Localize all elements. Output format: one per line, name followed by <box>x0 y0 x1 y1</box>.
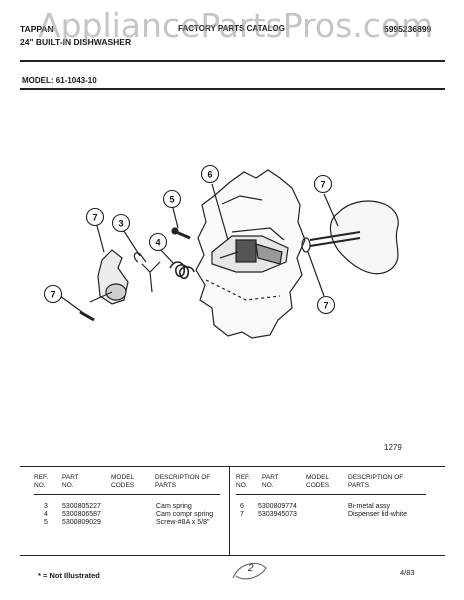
cell-ref: 6 <box>240 503 244 510</box>
callout-circle <box>316 295 336 315</box>
callout-circle <box>162 189 182 209</box>
callout-label: 6 <box>207 170 212 180</box>
callout-label: 4 <box>155 238 160 248</box>
door-panel-fold <box>205 279 281 301</box>
cell-ref: 3 <box>44 503 48 510</box>
leader-line <box>172 207 179 229</box>
door-panel-edge <box>221 195 263 205</box>
screw-head <box>171 227 179 235</box>
cell-part: 5300809774 <box>258 503 297 510</box>
lid-shaft <box>309 231 361 241</box>
cell-ref: 7 <box>240 511 244 518</box>
lid-shaft-edge <box>309 237 361 247</box>
catalog-section-title: FACTORY PARTS CATALOG <box>178 24 285 33</box>
brand-title: TAPPAN <box>20 24 54 34</box>
small-pin <box>79 310 95 322</box>
door-panel-recess <box>231 227 285 241</box>
cell-desc: Cam spring <box>156 503 192 510</box>
compression-spring <box>169 261 195 280</box>
col-header-description: DESCRIPTION OF PARTS <box>348 474 404 489</box>
cam-spring-leg <box>141 261 161 293</box>
leader-line <box>95 221 105 253</box>
callout-label: 7 <box>92 213 97 223</box>
cell-part: 5303945073 <box>258 511 297 518</box>
page-mark-scribble <box>232 562 267 580</box>
col-header-part: PART NO. <box>262 474 279 489</box>
callout-label: 7 <box>320 180 325 190</box>
leader-line <box>211 183 229 241</box>
callout-circle <box>200 164 220 184</box>
catalog-number: 5995236899 <box>384 24 432 34</box>
cell-part: 5300809029 <box>62 519 101 526</box>
leader-line <box>159 248 175 265</box>
cell-part: 5300805227 <box>62 503 101 510</box>
table-bottom-rule <box>20 555 445 557</box>
dispenser-lid <box>329 200 399 275</box>
callout-label: 7 <box>50 290 55 300</box>
page-mark: 2 <box>248 563 254 574</box>
cell-desc: Screw-#8A x 5/8" <box>156 519 210 526</box>
leader-line <box>121 227 141 257</box>
callout-circle <box>148 232 168 252</box>
cam-pin-link <box>89 291 113 303</box>
model-rule <box>20 88 445 90</box>
col-header-model-codes: MODEL CODES <box>111 474 135 489</box>
bimetal-body <box>235 239 257 263</box>
table-top-rule <box>20 466 445 468</box>
leader-line <box>59 295 83 313</box>
screw <box>175 230 191 240</box>
table-divider <box>229 467 230 555</box>
right-header-rule <box>236 494 426 495</box>
shaft-washer <box>301 237 311 253</box>
leader-line <box>307 251 325 297</box>
callout-circle <box>111 213 131 233</box>
callout-label: 7 <box>323 301 328 311</box>
callout-circle <box>85 207 105 227</box>
exploded-parts-diagram: 7 3 5 6 4 7 7 7 <box>43 164 399 339</box>
leader-line <box>323 193 339 227</box>
model-label: MODEL: 61-1043-10 <box>22 76 97 85</box>
cell-part: 5300806587 <box>62 511 101 518</box>
cell-ref: 5 <box>44 519 48 526</box>
cell-desc: Bi-metal assy <box>348 503 391 510</box>
callout-label: 3 <box>118 219 123 229</box>
callout-circle <box>313 174 333 194</box>
col-header-ref: REF. NO. <box>236 474 251 489</box>
product-title: 24" BUILT-IN DISHWASHER <box>20 37 132 47</box>
bimetal-arm <box>219 251 239 259</box>
callout-circle <box>43 284 63 304</box>
callout-label: 5 <box>169 195 174 205</box>
bimetal-strip <box>255 243 283 265</box>
revision-date: 4/83 <box>400 568 415 577</box>
watermark: AppliancePartsPros.com <box>38 6 434 45</box>
left-header-rule <box>34 494 220 495</box>
col-header-model-codes: MODEL CODES <box>306 474 330 489</box>
col-header-part: PART NO. <box>62 474 79 489</box>
figure-number: 1279 <box>384 443 402 452</box>
cell-desc: Dispenser lid-white <box>348 511 408 518</box>
cam-spring <box>133 252 147 263</box>
cam-wheel <box>105 283 127 301</box>
cell-ref: 4 <box>44 511 48 518</box>
col-header-description: DESCRIPTION OF PARTS <box>155 474 211 489</box>
cell-desc: Cam compr spring <box>156 511 214 518</box>
not-illustrated-note: * = Not Illustrated <box>38 571 100 580</box>
header-rule <box>20 60 445 62</box>
col-header-ref: REF. NO. <box>34 474 49 489</box>
